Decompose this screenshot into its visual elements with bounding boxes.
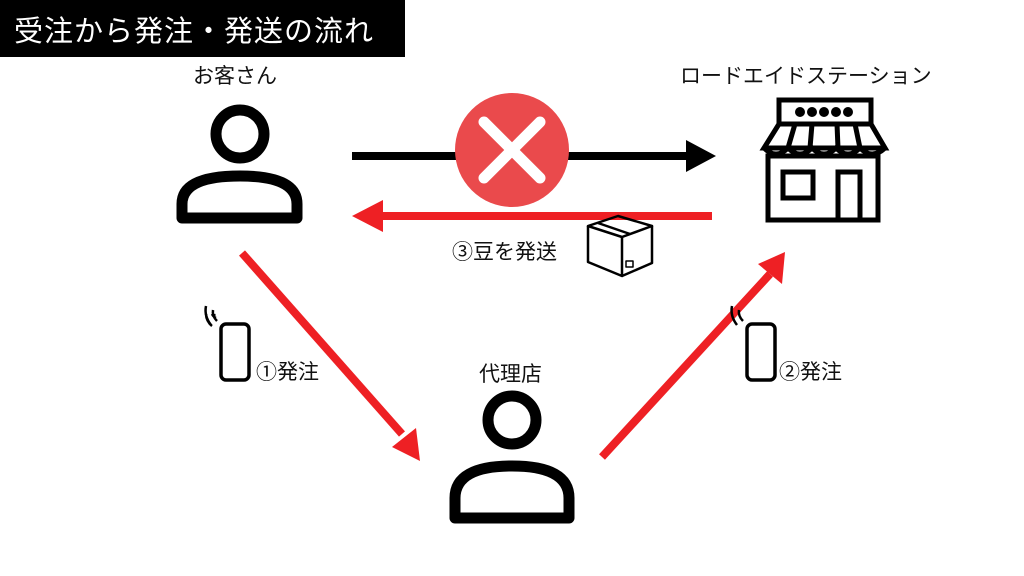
- agency-person-icon: [449, 390, 575, 524]
- customer-label: お客さん: [193, 64, 277, 88]
- customer-to-agency-arrow: [239, 250, 420, 461]
- step1-label: ①発注: [256, 360, 319, 384]
- smartphone-icon-right: [730, 305, 777, 382]
- red-x-icon: [455, 93, 569, 207]
- step3-label: ③豆を発送: [452, 240, 557, 264]
- page-title: 受注から発注・発送の流れ: [0, 0, 405, 57]
- station-to-customer-arrow: [352, 200, 712, 232]
- customer-person-icon: [176, 104, 303, 224]
- station-label: ロードエイドステーション: [680, 64, 932, 88]
- agency-to-station-arrow: [599, 252, 785, 460]
- agency-label: 代理店: [479, 362, 542, 386]
- step2-label: ②発注: [779, 360, 842, 384]
- package-box-icon: [586, 214, 654, 278]
- smartphone-icon-left: [204, 305, 251, 382]
- storefront-icon: [759, 97, 890, 223]
